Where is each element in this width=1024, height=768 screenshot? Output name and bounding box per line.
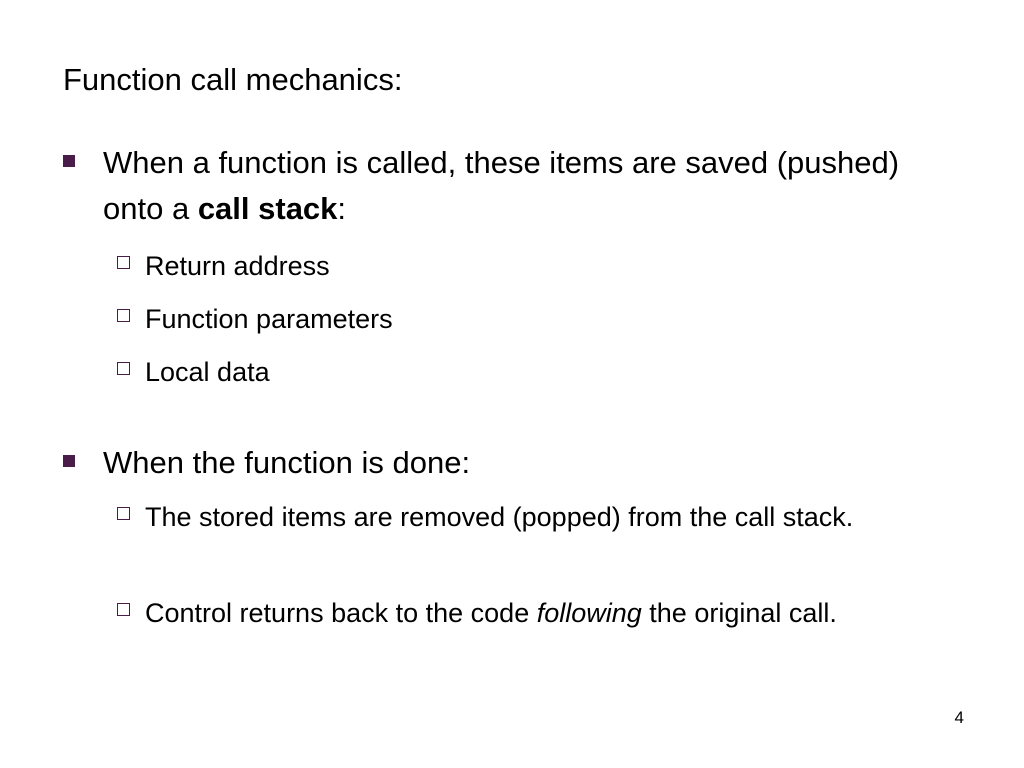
filled-square-bullet-icon <box>63 155 75 167</box>
sub-item-text: Control returns back to the code followi… <box>145 593 965 633</box>
hollow-square-bullet-icon <box>117 256 130 269</box>
call-stack-term: call stack <box>197 191 338 226</box>
sub-item-text: Local data <box>145 357 270 387</box>
hollow-square-bullet-icon <box>117 507 130 520</box>
bullet-1-text: When a function is called, these items a… <box>103 140 943 232</box>
sub-item-text-before: Control returns back to the code <box>145 598 537 628</box>
hollow-square-bullet-icon <box>117 603 130 616</box>
slide-title: Function call mechanics: <box>63 62 403 97</box>
sub-item-text-after: the original call. <box>641 598 837 628</box>
page-number: 4 <box>954 708 964 727</box>
sub-item-text: Return address <box>145 251 330 281</box>
following-emphasis: following <box>536 598 642 628</box>
sub-item-text: Function parameters <box>145 304 393 334</box>
hollow-square-bullet-icon <box>117 309 130 322</box>
bullet-2-text: When the function is done: <box>103 445 471 480</box>
bullet-1-text-before: When a function is called, these items a… <box>103 145 900 226</box>
sub-item-text: The stored items are removed (popped) fr… <box>145 502 854 532</box>
hollow-square-bullet-icon <box>117 362 130 375</box>
bullet-1-text-after: : <box>337 191 347 226</box>
filled-square-bullet-icon <box>63 455 75 467</box>
